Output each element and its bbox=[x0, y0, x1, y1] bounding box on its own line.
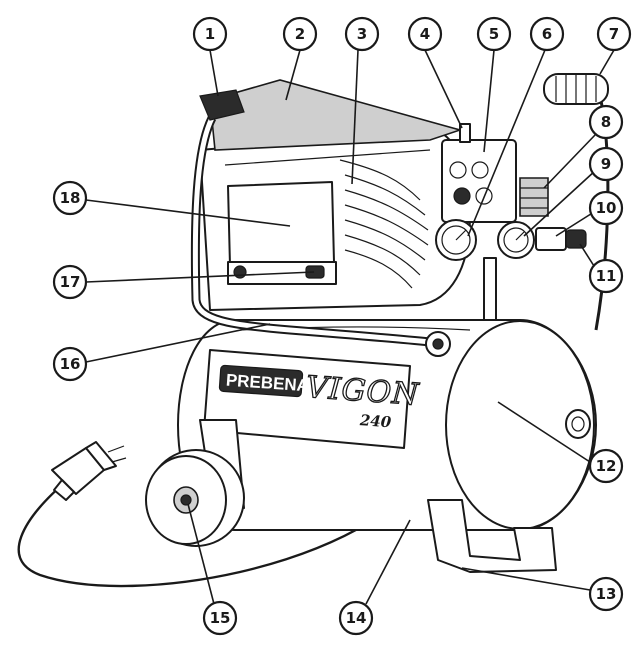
callout-11: 11 bbox=[588, 258, 624, 294]
side-panel bbox=[227, 181, 337, 285]
svg-text:3: 3 bbox=[357, 25, 367, 43]
callout-10: 10 bbox=[588, 190, 624, 226]
callout-13: 13 bbox=[588, 576, 624, 612]
svg-text:1: 1 bbox=[205, 25, 215, 43]
svg-text:18: 18 bbox=[60, 189, 81, 207]
callout-17: 17 bbox=[52, 264, 88, 300]
svg-text:14: 14 bbox=[346, 609, 367, 627]
power-cord bbox=[17, 441, 371, 588]
rear-foot bbox=[427, 499, 557, 573]
callout-2: 2 bbox=[282, 16, 318, 52]
callout-16: 16 bbox=[52, 346, 88, 382]
svg-text:11: 11 bbox=[596, 267, 617, 285]
svg-text:9: 9 bbox=[601, 155, 611, 173]
svg-text:13: 13 bbox=[596, 585, 617, 603]
callout-9: 9 bbox=[588, 146, 624, 182]
svg-text:16: 16 bbox=[60, 355, 81, 373]
leader-lines bbox=[85, 49, 615, 605]
brand-plate: PREBENA VIGON 240 bbox=[203, 349, 422, 449]
callout-12: 12 bbox=[588, 448, 624, 484]
svg-text:7: 7 bbox=[609, 25, 619, 43]
callout-1: 1 bbox=[192, 16, 228, 52]
svg-text:2: 2 bbox=[295, 25, 305, 43]
air-hose bbox=[190, 89, 451, 357]
control-unit bbox=[435, 123, 587, 321]
svg-text:17: 17 bbox=[60, 273, 81, 291]
callout-18: 18 bbox=[52, 180, 88, 216]
svg-text:4: 4 bbox=[420, 25, 430, 43]
callout-5: 5 bbox=[476, 16, 512, 52]
callout-4: 4 bbox=[407, 16, 443, 52]
callout-3: 3 bbox=[344, 16, 380, 52]
callout-8: 8 bbox=[588, 104, 624, 140]
callout-6: 6 bbox=[529, 16, 565, 52]
wheel-assembly bbox=[145, 419, 245, 547]
callout-14: 14 bbox=[338, 600, 374, 636]
svg-text:10: 10 bbox=[596, 199, 617, 217]
svg-text:5: 5 bbox=[489, 25, 499, 43]
svg-text:8: 8 bbox=[601, 113, 611, 131]
callout-15: 15 bbox=[202, 600, 238, 636]
callout-7: 7 bbox=[596, 16, 632, 52]
model-number: 240 bbox=[358, 411, 392, 431]
svg-text:6: 6 bbox=[542, 25, 552, 43]
svg-text:15: 15 bbox=[210, 609, 231, 627]
model-label: VIGON bbox=[305, 370, 421, 413]
svg-text:12: 12 bbox=[596, 457, 617, 475]
